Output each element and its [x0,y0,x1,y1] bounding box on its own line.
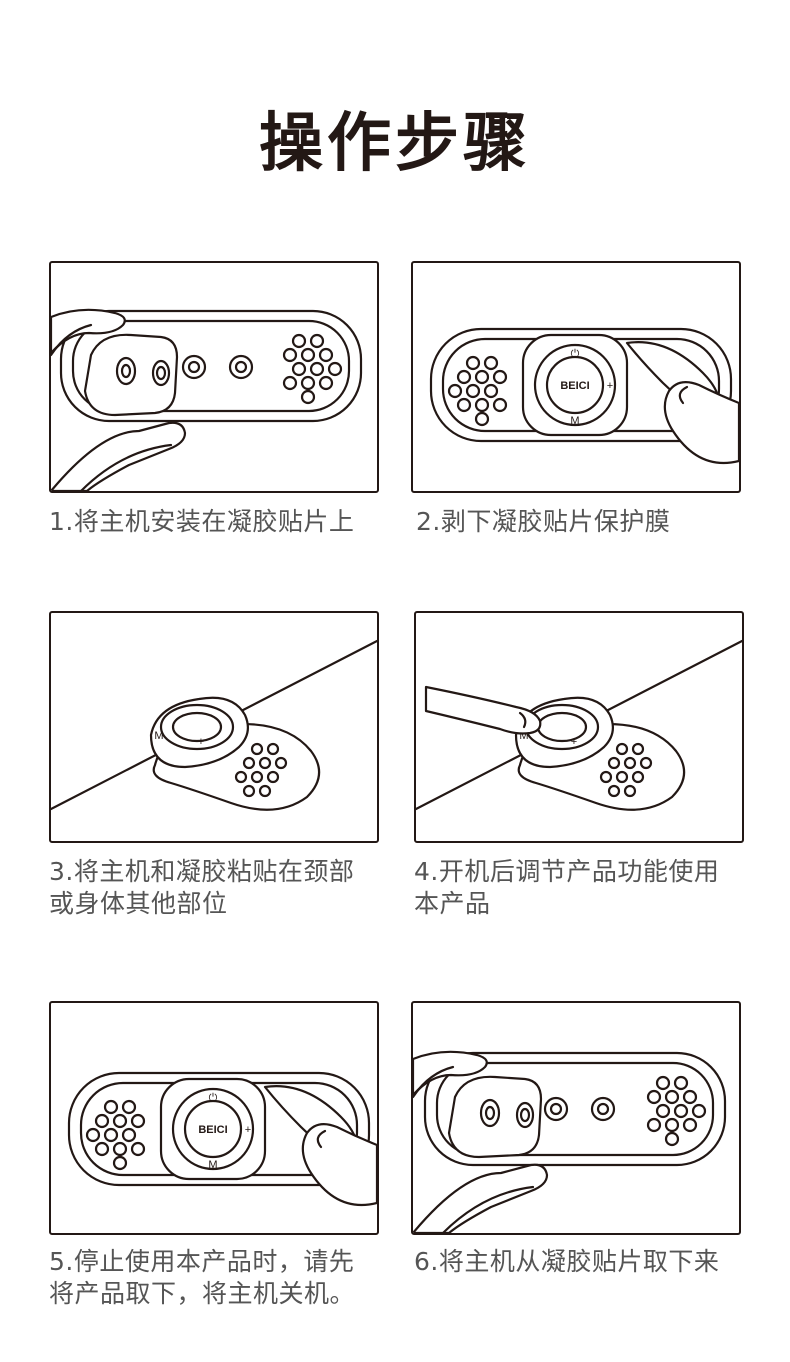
step-1-illustration [49,261,379,493]
step-6-caption: 6.将主机从凝胶贴片取下来 [414,1246,719,1278]
hand-top [51,308,126,355]
plus-icon: + [198,736,204,748]
page-title: 操作步骤 [259,107,531,181]
host-unit [514,696,615,769]
brand-label: BEICI [560,380,589,392]
mode-icon: M [519,730,528,742]
plus-icon: + [245,1124,251,1136]
electrode-dots [599,742,653,798]
host-unit [149,696,250,769]
caption-line: 将产品取下，将主机关机。 [49,1279,356,1308]
caption-line: 4.开机后调节产品功能使用 [414,857,720,886]
step-3-illustration: + M [49,611,379,843]
step-1-caption: 1.将主机安装在凝胶贴片上 [49,506,354,538]
power-icon: ⏻ [571,348,580,360]
power-icon: ⏻ [209,1092,218,1104]
host-unit [159,1077,267,1181]
step-4-illustration: + M [414,611,744,843]
control-ring [159,703,235,751]
caption-line: 5.停止使用本产品时，请先 [49,1247,355,1276]
caption-line: 或身体其他部位 [49,889,228,918]
hand-bottom [51,421,187,491]
caption-line: 本产品 [414,889,491,918]
finger [424,685,542,735]
host-unit [83,333,179,417]
hand-top [413,1050,488,1097]
plus-icon: + [571,736,577,748]
step-5-caption: 5.停止使用本产品时，请先 将产品取下，将主机关机。 [49,1246,355,1310]
control-ring [171,1087,255,1171]
step-5-illustration: BEICI ⏻ + M [49,1001,379,1235]
electrode-dots [282,333,343,405]
mode-icon: M [570,415,579,427]
host-unit [447,1075,543,1159]
step-3-caption: 3.将主机和凝胶粘贴在颈部 或身体其他部位 [49,856,354,920]
step-2-caption: 2.剥下凝胶贴片保护膜 [416,506,670,538]
hand-bottom [413,1163,549,1233]
snap-button [590,1096,616,1122]
snap-button [228,354,254,380]
electrode-dots [234,742,288,798]
caption-line: 2.剥下凝胶贴片保护膜 [416,507,671,536]
step-6-illustration [411,1001,741,1235]
electrode-dots [85,1099,146,1171]
snap-button [181,354,207,380]
mode-icon: M [208,1159,217,1171]
plus-icon: + [607,380,613,392]
caption-line: 1.将主机安装在凝胶贴片上 [49,507,355,536]
electrode-dots [447,355,508,427]
brand-label: BEICI [198,1124,227,1136]
step-2-illustration: BEICI ⏻ + M [411,261,741,493]
control-ring [533,343,617,427]
caption-line: 3.将主机和凝胶粘贴在颈部 [49,857,355,886]
electrode-dots [646,1075,707,1147]
mode-icon: M [154,730,163,742]
host-unit [521,333,629,437]
snap-button [543,1096,569,1122]
caption-line: 6.将主机从凝胶贴片取下来 [414,1247,720,1276]
step-4-caption: 4.开机后调节产品功能使用 本产品 [414,856,719,920]
hand [301,1122,377,1207]
